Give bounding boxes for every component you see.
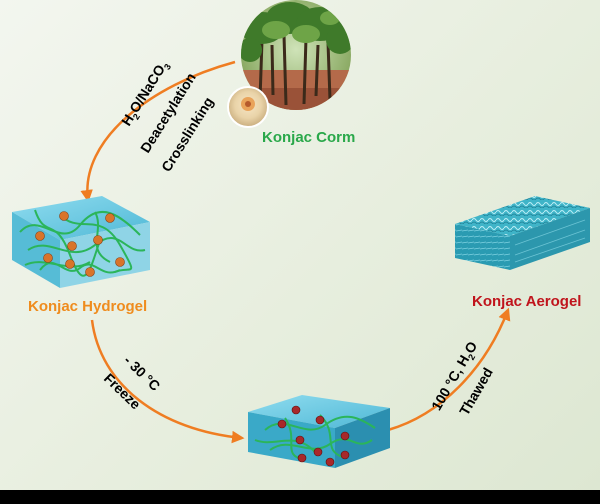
hydrogel-label: Konjac Hydrogel	[28, 298, 148, 315]
diagram-canvas: Konjac Corm Konjac Hydrogel Konjac Aerog…	[0, 0, 600, 490]
hydrogel-block	[12, 196, 150, 288]
diagram-graphics	[12, 0, 590, 468]
konjac-corm-icon	[227, 86, 269, 128]
aerogel-block	[455, 196, 590, 270]
arrow-frozen-to-aerogel	[387, 307, 511, 432]
frozen-block	[248, 395, 390, 468]
arrow-hydrogel-to-frozen	[90, 319, 245, 444]
aerogel-label: Konjac Aerogel	[472, 293, 582, 310]
corm-label: Konjac Corm	[262, 129, 356, 146]
arrow-corm-to-hydrogel	[80, 60, 236, 203]
